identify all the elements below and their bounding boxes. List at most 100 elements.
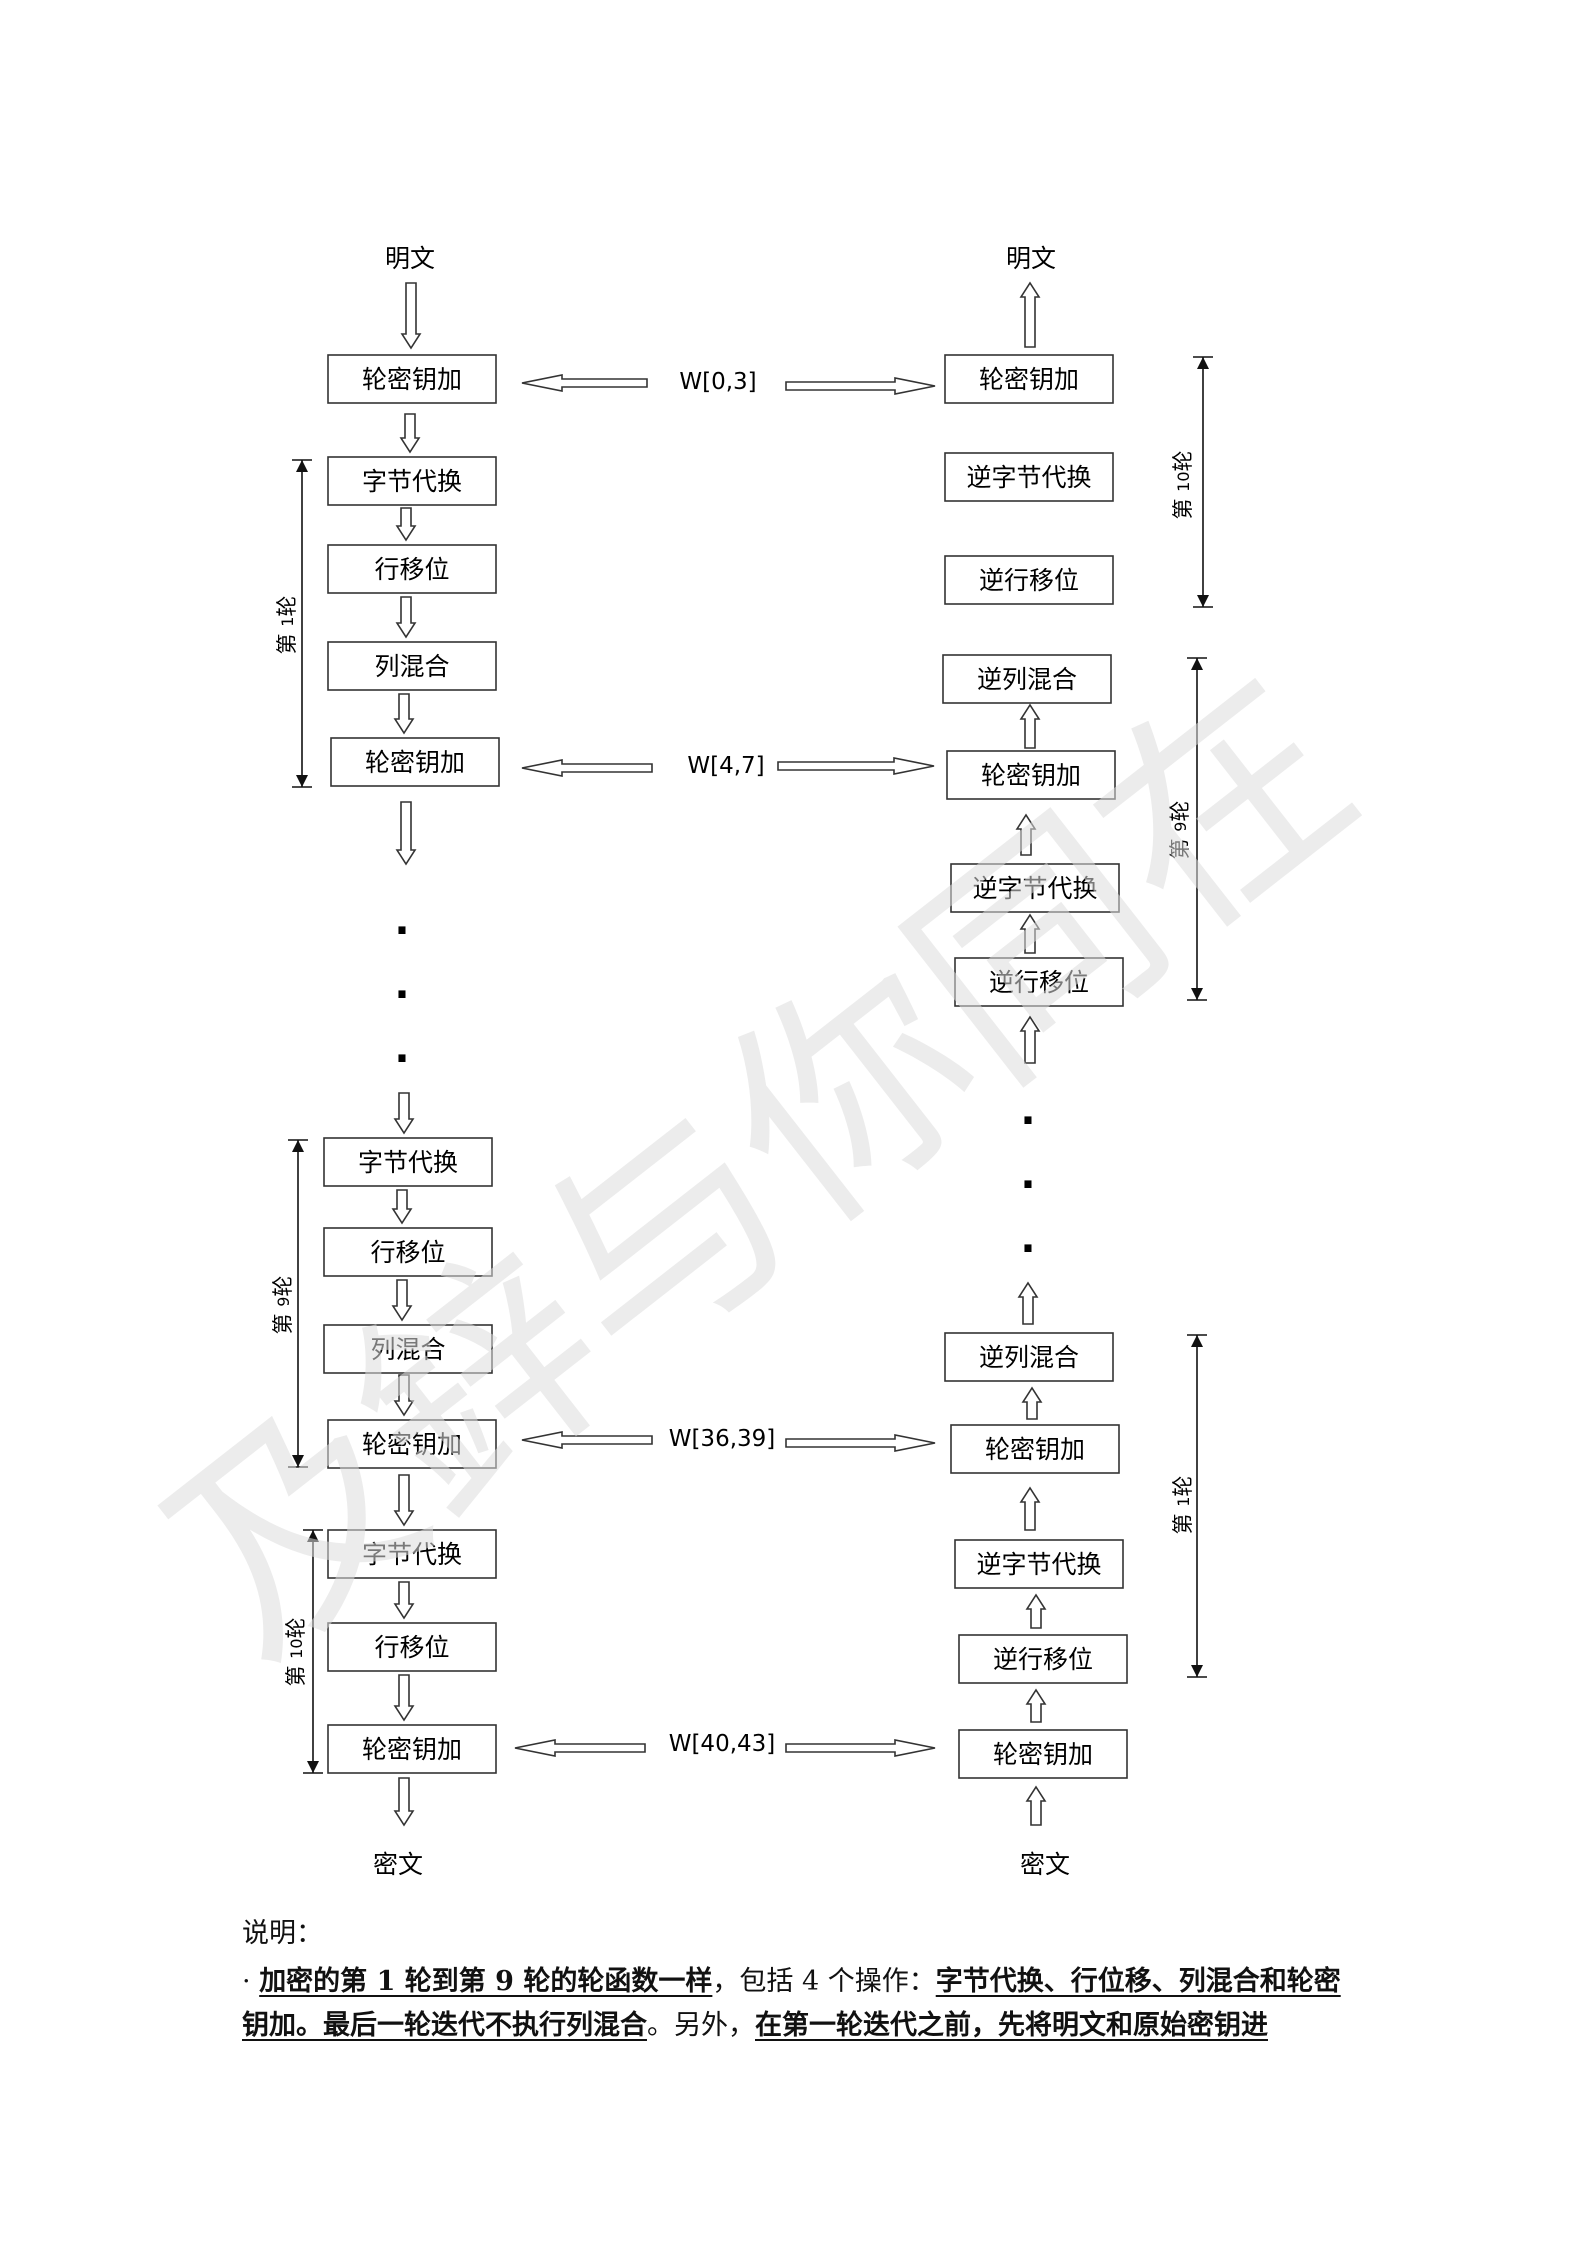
left-step-label: 轮密钥加 (362, 1735, 462, 1764)
left-ellipsis-dot-3: · (394, 1036, 409, 1082)
bracket-arrowhead (292, 1455, 304, 1467)
right-step-rect (944, 1332, 1114, 1382)
left-round-label: 第 10轮 (284, 1617, 308, 1686)
round-prefix: 第 (275, 627, 299, 655)
left-step-box: 字节代换 (327, 456, 497, 506)
right-step-box: 逆行移位 (958, 1634, 1128, 1684)
key-arrow-right (777, 757, 935, 775)
left-step-rect (327, 354, 497, 404)
right-flow-arrow (1019, 703, 1041, 749)
right-step-label: 轮密钥加 (993, 1740, 1093, 1769)
right-flow-arrow (1015, 813, 1037, 856)
left-round-bracket: 第 9轮 (271, 1139, 308, 1468)
right-ellipsis-dot-3: · (1020, 1226, 1035, 1272)
left-step-rect (327, 1724, 497, 1774)
right-round-bracket: 第 9轮 (1168, 657, 1207, 1001)
right-flow-arrow (1019, 1015, 1041, 1064)
right-step-rect (950, 863, 1120, 913)
left-step-rect (327, 1419, 497, 1469)
left-step-rect (323, 1324, 493, 1374)
left-step-label: 字节代换 (358, 1148, 458, 1177)
left-step-box: 轮密钥加 (327, 1724, 497, 1774)
key-arrow-left (521, 759, 653, 777)
right-step-box: 逆字节代换 (944, 452, 1114, 502)
right-step-box: 轮密钥加 (950, 1424, 1120, 1474)
round-number: 1 (278, 617, 297, 627)
right-step-box: 逆行移位 (944, 555, 1114, 605)
right-step-rect (944, 354, 1114, 404)
right-round-label: 第 1轮 (1171, 1476, 1195, 1535)
round-suffix: 轮 (275, 596, 299, 617)
aes-flow-diagram: 轮密钥加字节代换行移位列混合轮密钥加字节代换行移位列混合轮密钥加字节代换行移位轮… (271, 244, 1213, 1879)
left-input-arrow (400, 282, 422, 350)
right-step-label: 逆列混合 (979, 1343, 1079, 1372)
bracket-arrowhead (1191, 1335, 1203, 1347)
left-flow-arrow (393, 1474, 415, 1527)
bracket-arrowhead (296, 775, 308, 787)
left-output-arrow (393, 1777, 415, 1827)
right-step-rect (954, 1539, 1124, 1589)
key-label-w36-39: W[36,39] (669, 1426, 776, 1452)
note-emphasis-3: 在第一轮迭代之前，先将明文和原始密钥进 (755, 2010, 1268, 2041)
round-number: 10 (1174, 471, 1193, 491)
left-flow-arrow (395, 596, 417, 639)
left-step-box: 字节代换 (323, 1137, 493, 1187)
right-flow-arrow (1017, 1281, 1039, 1325)
left-round-label: 第 9轮 (271, 1276, 295, 1335)
right-step-box: 逆列混合 (942, 654, 1112, 704)
bracket-arrowhead (1191, 658, 1203, 670)
left-step-label: 行移位 (374, 555, 449, 584)
bracket-arrowhead (1191, 1665, 1203, 1677)
right-ellipsis-dot-2: · (1020, 1162, 1035, 1208)
left-flow-arrow (393, 693, 415, 735)
right-step-label: 逆字节代换 (972, 874, 1097, 903)
left-step-label: 列混合 (370, 1335, 445, 1364)
left-step-box: 轮密钥加 (330, 737, 500, 787)
key-arrow-right (785, 1739, 936, 1757)
round-prefix: 第 (1171, 492, 1195, 520)
note-emphasis-2: 字节代换、行位移、列混合和轮密钥加。最后一轮迭代不执行列混合 (242, 1966, 1341, 2041)
left-flow-arrow (399, 413, 421, 454)
right-step-box: 轮密钥加 (946, 750, 1116, 800)
right-input-arrow (1025, 1785, 1047, 1826)
key-arrow-left (521, 374, 648, 392)
round-number: 1 (1174, 1497, 1193, 1507)
left-flow-arrow (391, 1279, 413, 1322)
key-arrow-right (785, 1434, 936, 1452)
right-flow-arrow (1019, 1486, 1041, 1531)
right-step-rect (954, 957, 1124, 1007)
left-step-label: 字节代换 (362, 1540, 462, 1569)
right-flow-arrow (1021, 1386, 1043, 1420)
left-round-bracket: 第 10轮 (284, 1529, 323, 1774)
left-step-rect (323, 1137, 493, 1187)
bracket-arrowhead (292, 1140, 304, 1152)
left-step-label: 行移位 (374, 1633, 449, 1662)
left-step-rect (327, 456, 497, 506)
round-suffix: 轮 (1171, 1476, 1195, 1497)
left-bottom-label: 密文 (373, 1850, 423, 1879)
round-prefix: 第 (1168, 832, 1192, 860)
right-bottom-label: 密文 (1020, 1850, 1070, 1879)
left-top-label: 明文 (385, 244, 435, 273)
left-flow-arrow (393, 1374, 415, 1417)
right-step-rect (946, 750, 1116, 800)
right-step-label: 轮密钥加 (985, 1435, 1085, 1464)
right-step-rect (950, 1424, 1120, 1474)
right-step-box: 逆字节代换 (950, 863, 1120, 913)
round-number: 9 (1171, 822, 1190, 832)
bracket-arrowhead (296, 460, 308, 472)
right-step-box: 逆列混合 (944, 1332, 1114, 1382)
bracket-arrowhead (1191, 988, 1203, 1000)
left-flow-arrow (393, 1581, 415, 1620)
key-label-w40-43: W[40,43] (669, 1731, 776, 1757)
left-step-rect (323, 1227, 493, 1277)
left-step-box: 列混合 (323, 1324, 493, 1374)
right-flow-arrow (1019, 913, 1041, 954)
left-round-bracket: 第 1轮 (275, 459, 312, 788)
right-step-label: 逆字节代换 (976, 1550, 1101, 1579)
key-arrow-left (514, 1739, 646, 1757)
left-step-box: 列混合 (327, 641, 497, 691)
note-text-1: ，包括 4 个操作： (712, 1966, 936, 1997)
notes-section: 说明： · 加密的第 1 轮到第 9 轮的轮函数一样，包括 4 个操作：字节代换… (242, 1912, 1362, 2048)
